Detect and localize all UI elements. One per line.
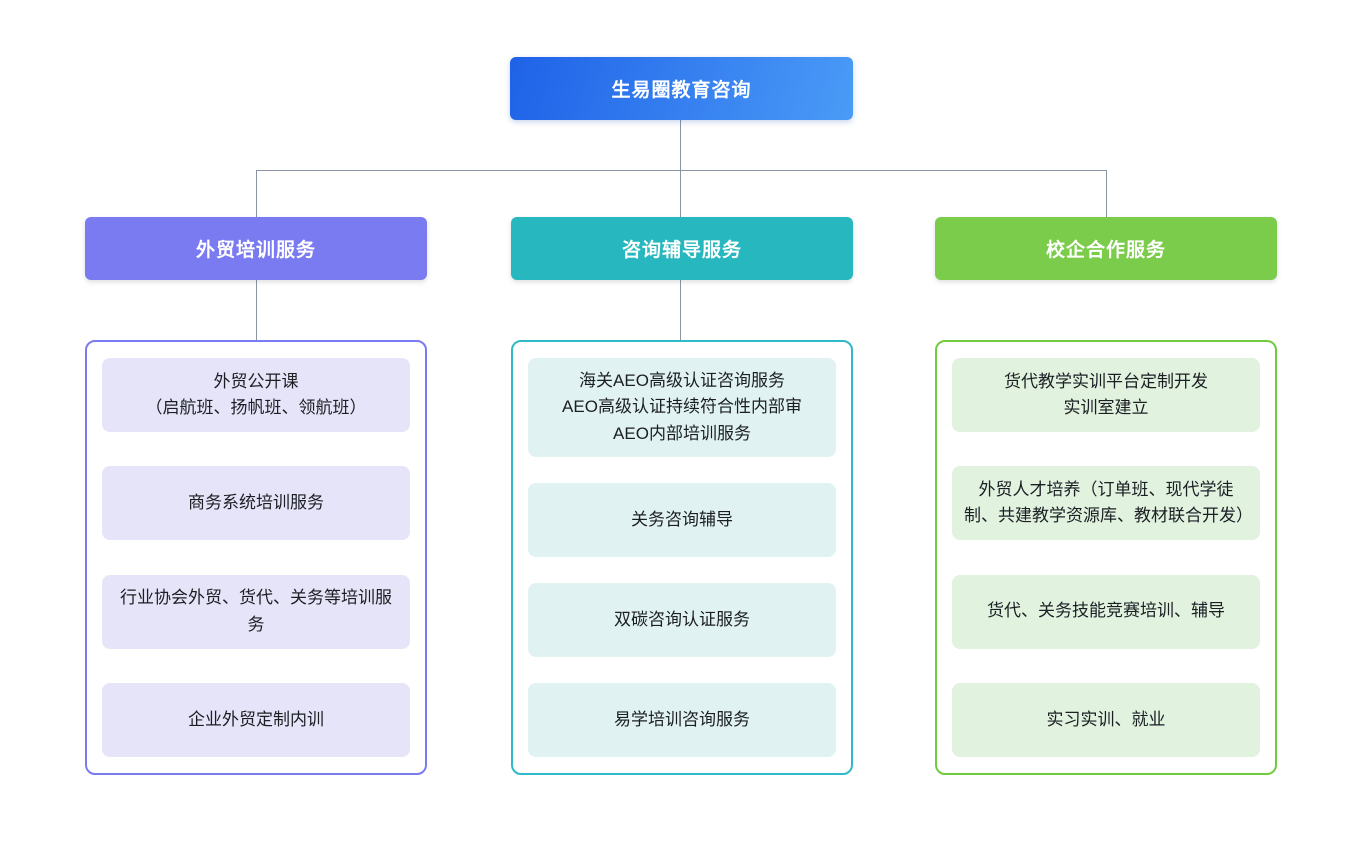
connector-main-horizontal xyxy=(256,170,1107,171)
leaf-item: 行业协会外贸、货代、关务等培训服务 xyxy=(102,574,410,649)
leaf-item: 外贸公开课 （启航班、扬帆班、领航班） xyxy=(102,358,410,432)
branch-header-school-enterprise: 校企合作服务 xyxy=(935,217,1277,280)
leaf-item: 商务系统培训服务 xyxy=(102,466,410,541)
leaf-item: 关务咨询辅导 xyxy=(528,483,836,558)
leaf-item: 双碳咨询认证服务 xyxy=(528,583,836,657)
root-node-title: 生易圈教育咨询 xyxy=(510,57,853,120)
leaf-item: 外贸人才培养（订单班、现代学徒制、共建教学资源库、教材联合开发） xyxy=(952,466,1260,541)
leaf-item: 海关AEO高级认证咨询服务 AEO高级认证持续符合性内部审 AEO内部培训服务 xyxy=(528,358,836,458)
leaf-item: 易学培训咨询服务 xyxy=(528,682,836,757)
leaf-item: 货代教学实训平台定制开发 实训室建立 xyxy=(952,358,1260,432)
leaf-item: 企业外贸定制内训 xyxy=(102,682,410,757)
connector-root-vertical xyxy=(680,120,681,170)
leaf-item: 实习实训、就业 xyxy=(952,682,1260,757)
branch-group-consulting-coaching: 海关AEO高级认证咨询服务 AEO高级认证持续符合性内部审 AEO内部培训服务 … xyxy=(511,340,853,775)
connector-drop-branch-2 xyxy=(680,170,681,217)
branch-header-consulting-coaching: 咨询辅导服务 xyxy=(511,217,853,280)
connector-header-container-1 xyxy=(256,280,257,340)
connector-drop-branch-1 xyxy=(256,170,257,217)
connector-header-container-2 xyxy=(680,280,681,340)
leaf-item: 货代、关务技能竞赛培训、辅导 xyxy=(952,574,1260,649)
branch-group-foreign-trade-training: 外贸公开课 （启航班、扬帆班、领航班） 商务系统培训服务 行业协会外贸、货代、关… xyxy=(85,340,427,775)
branch-group-school-enterprise: 货代教学实训平台定制开发 实训室建立 外贸人才培养（订单班、现代学徒制、共建教学… xyxy=(935,340,1277,775)
branch-header-foreign-trade-training: 外贸培训服务 xyxy=(85,217,427,280)
connector-drop-branch-3 xyxy=(1106,170,1107,217)
